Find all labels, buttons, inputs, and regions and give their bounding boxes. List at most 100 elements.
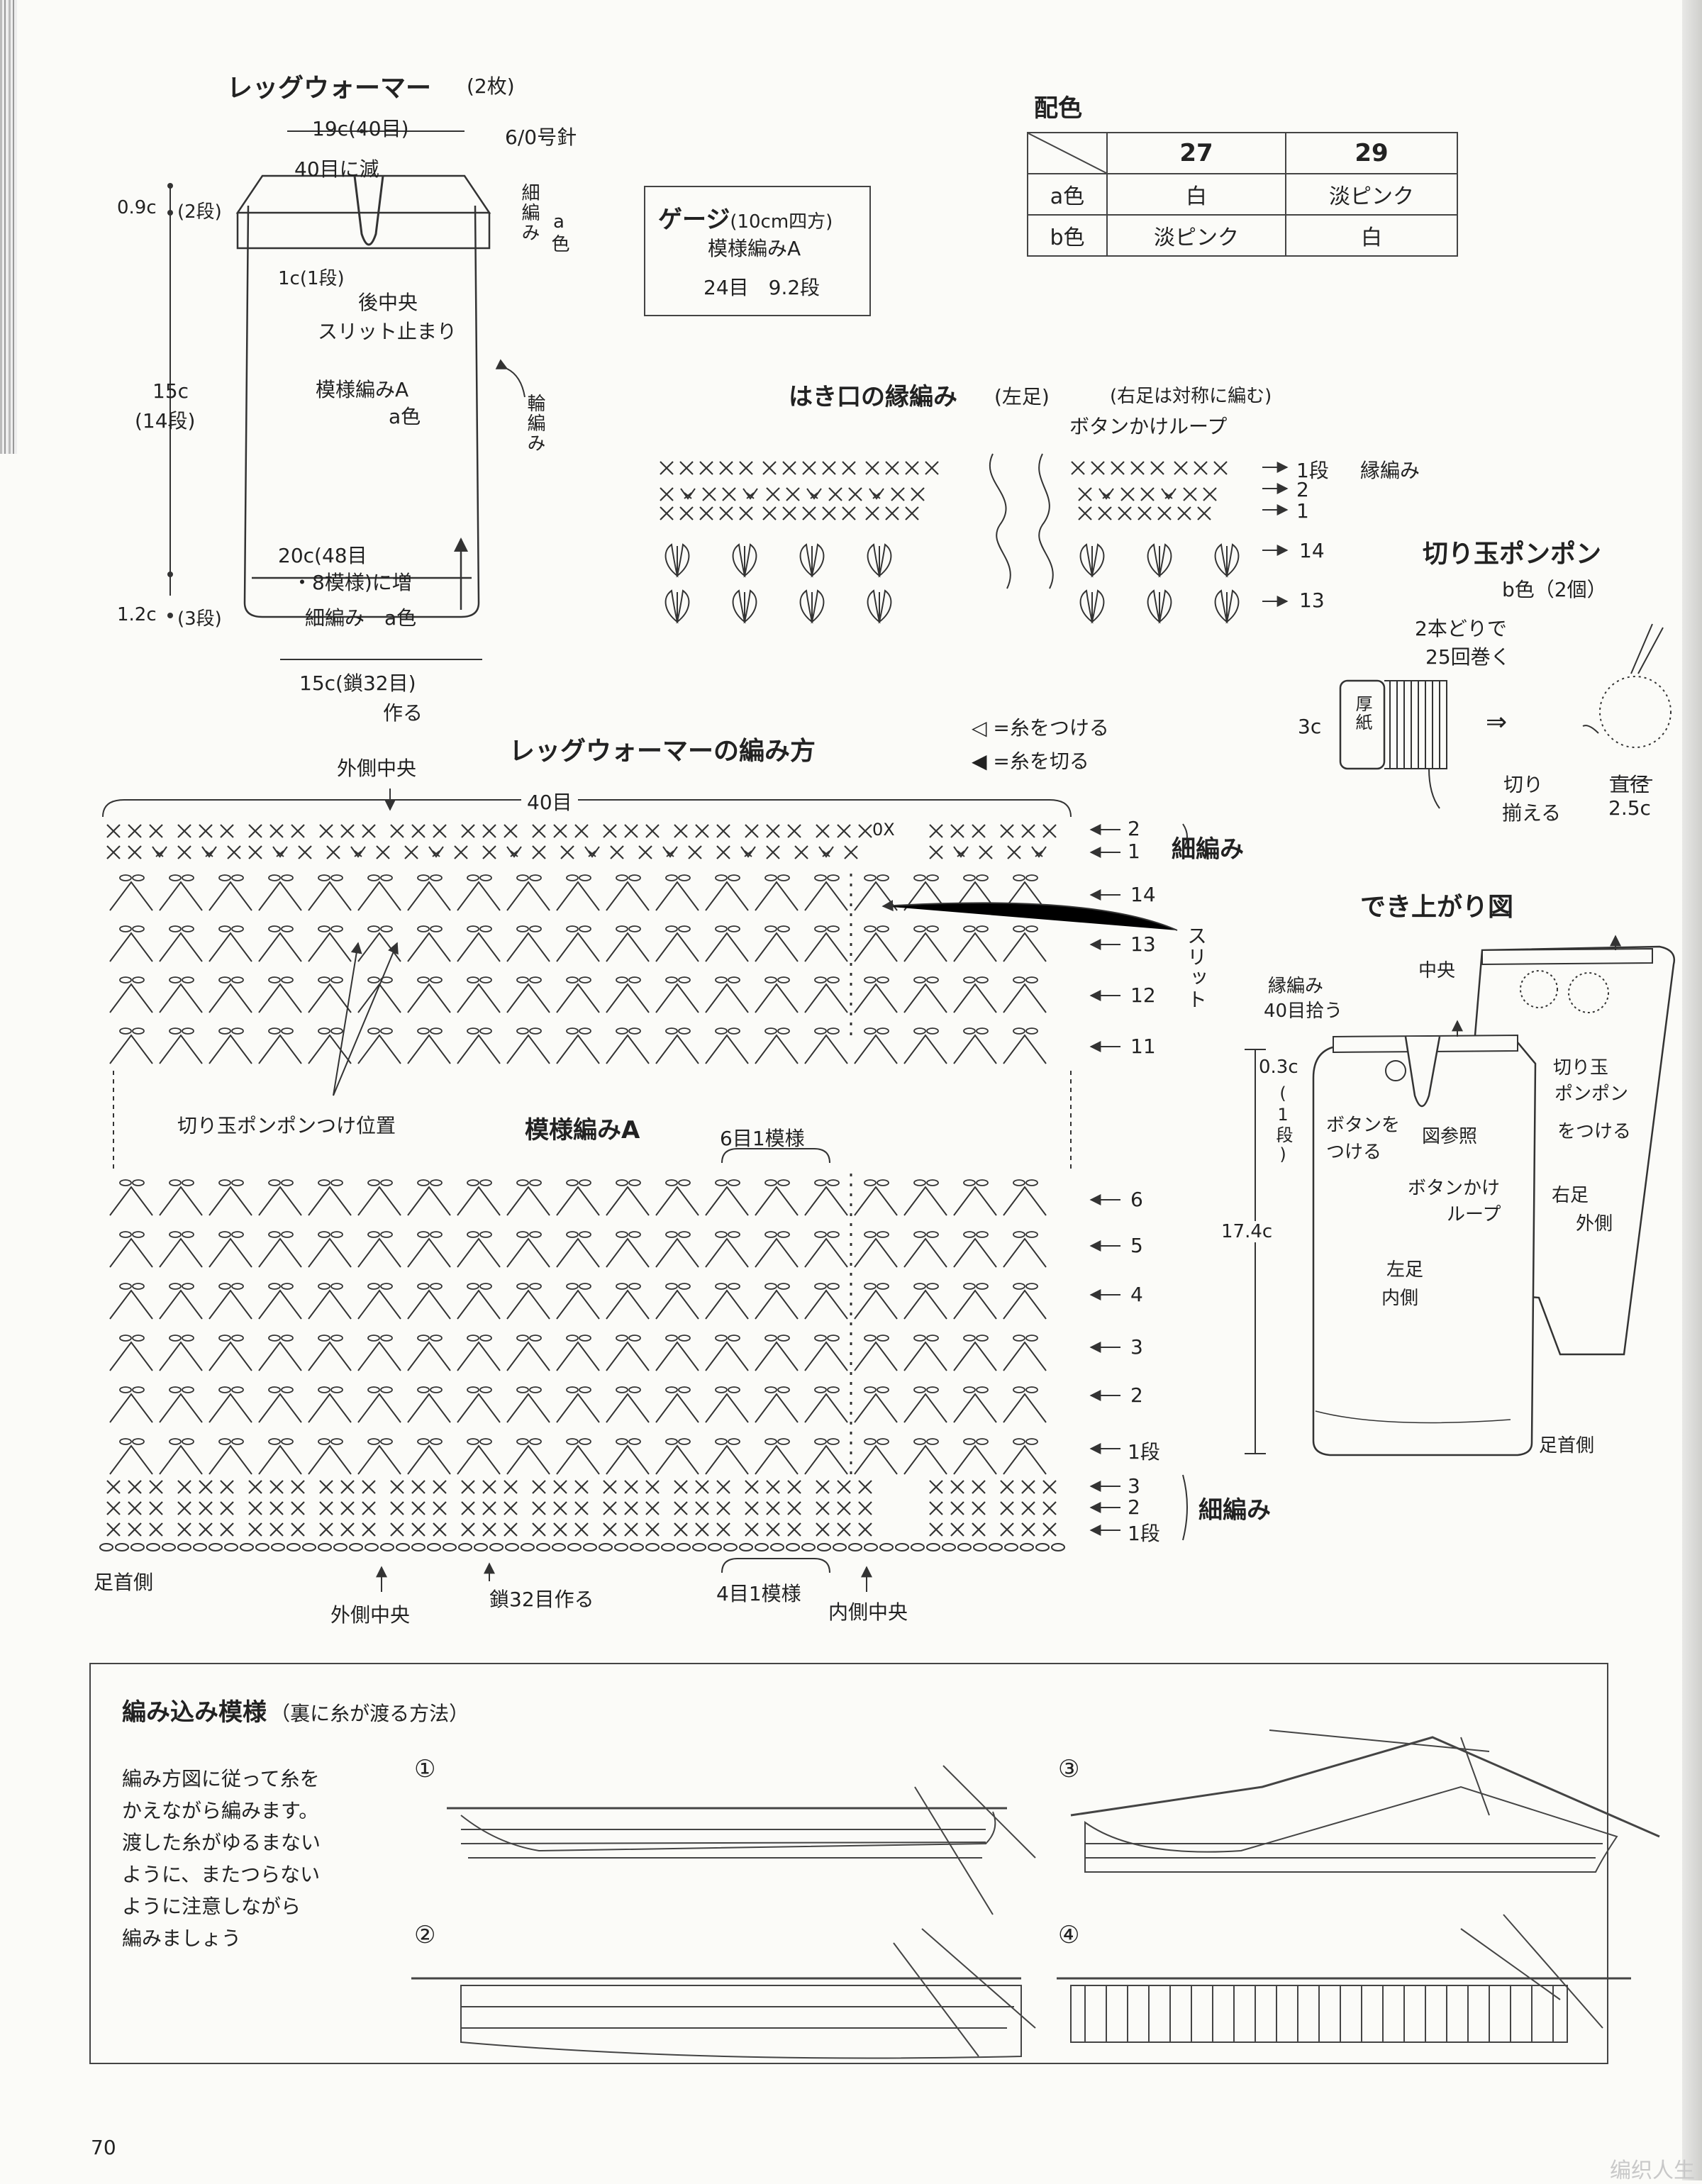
table-row: b色 淡ピンク 白 bbox=[1027, 214, 1458, 257]
edging-note: (右足は対称に編む) bbox=[1110, 386, 1272, 407]
intarsia-illustrations bbox=[411, 1729, 1660, 2059]
cell-a-29: 淡ピンク bbox=[1285, 173, 1458, 216]
chain-label: 鎖32目作る bbox=[489, 1588, 594, 1611]
pompom-title: 切り玉ポンポン bbox=[1423, 540, 1602, 569]
increase-label-2: ・8模様)に増 bbox=[292, 571, 412, 594]
height-label: 15c bbox=[152, 379, 189, 403]
watermark-logo: 编织人生 bbox=[1610, 2158, 1695, 2183]
cell-b-29: 白 bbox=[1285, 214, 1458, 257]
intarsia-text-1: 編み方図に従って糸を bbox=[122, 1767, 320, 1790]
pompom-attach-3: をつける bbox=[1557, 1121, 1632, 1142]
chart-row-4: 4 bbox=[1130, 1283, 1143, 1306]
slit-label-chart: スリット bbox=[1184, 925, 1208, 1010]
button-label-2: つける bbox=[1326, 1142, 1382, 1163]
card-label: 厚紙 bbox=[1352, 695, 1372, 732]
chart-sc-row-2: 2 bbox=[1128, 1495, 1140, 1519]
back-center-label: 後中央 bbox=[358, 291, 418, 314]
step-4-label: ④ bbox=[1058, 1921, 1080, 1949]
ankle-side-label: 足首側 bbox=[94, 1571, 154, 1594]
step-3-label: ③ bbox=[1058, 1755, 1080, 1783]
pompom-wind-2: 25回巻く bbox=[1425, 645, 1511, 669]
intarsia-box: 編み込み模様 （裏に糸が渡る方法） 編み方図に従って糸を かえながら編みます。 … bbox=[89, 1663, 1608, 2064]
left-leg-label-1: 左足 bbox=[1386, 1259, 1424, 1281]
card-size-label: 3c bbox=[1298, 715, 1322, 738]
arrow-symbol: ⇒ bbox=[1486, 708, 1508, 737]
intarsia-title: 編み込み模様 bbox=[122, 1698, 267, 1727]
intarsia-text-4: ように、またつらない bbox=[122, 1863, 321, 1886]
button-loop-label: ボタンかけループ bbox=[1069, 415, 1228, 438]
repeat-6-label: 6目1模様 bbox=[720, 1127, 805, 1150]
inner-center-label: 内側中央 bbox=[828, 1600, 908, 1624]
chart-row-3: 3 bbox=[1130, 1335, 1143, 1359]
pompom-attach-1: 切り玉 bbox=[1553, 1057, 1609, 1079]
increase-label-1: 20c(48目 bbox=[278, 544, 367, 567]
top-rows: (2段) bbox=[177, 201, 222, 223]
length-label: 17.4c bbox=[1221, 1221, 1273, 1242]
needle-label: 6/0号針 bbox=[505, 126, 577, 149]
legend-attach: ◁ =糸をつける bbox=[972, 716, 1109, 740]
chart-row-2: 2 bbox=[1130, 1383, 1143, 1407]
left-leg-label-2: 内側 bbox=[1381, 1288, 1419, 1309]
chart-row-13: 13 bbox=[1130, 932, 1156, 956]
table-corner-cell bbox=[1027, 132, 1108, 174]
edging-edge-label: 縁編み bbox=[1360, 459, 1420, 482]
top-rows-finished: (1段) bbox=[1273, 1083, 1293, 1166]
height-rows: (14段) bbox=[135, 409, 196, 433]
slip-chain-mark: 0X bbox=[872, 820, 895, 840]
chart-row-2-top: 2 bbox=[1128, 817, 1140, 840]
trim-label-1: 切り bbox=[1503, 773, 1544, 796]
chart-row-5: 5 bbox=[1130, 1234, 1143, 1257]
finished-title: でき上がり図 bbox=[1360, 893, 1514, 922]
right-leg-label-2: 外側 bbox=[1576, 1213, 1613, 1235]
edging-row-2: 2 bbox=[1296, 478, 1309, 501]
pompom-position-label: 切り玉ポンポンつけ位置 bbox=[177, 1114, 396, 1137]
table-row: a色 白 淡ピンク bbox=[1027, 173, 1458, 216]
step-2-label: ② bbox=[414, 1921, 436, 1949]
pompom-drawing bbox=[1339, 623, 1672, 809]
gauge-values: 24目 9.2段 bbox=[703, 276, 821, 299]
chart-row-6: 6 bbox=[1130, 1188, 1143, 1211]
make-label: 作る bbox=[383, 701, 423, 725]
trim-label-2: 揃える bbox=[1502, 801, 1562, 825]
pattern-a-label: 模様編みA bbox=[525, 1116, 640, 1144]
chart-title: レッグウォーマーの編み方 bbox=[509, 737, 816, 766]
top-edge-color: a色 bbox=[548, 211, 569, 254]
edging-side: (左足) bbox=[994, 385, 1050, 408]
bottom-rows: (3段) bbox=[177, 608, 222, 630]
intarsia-text-6: 編みましょう bbox=[122, 1927, 242, 1950]
intarsia-subtitle: （裏に糸が渡る方法） bbox=[270, 1702, 469, 1725]
gauge-title: ゲージ bbox=[658, 206, 730, 234]
chart-row-12: 12 bbox=[1130, 984, 1156, 1007]
edging-chart bbox=[659, 453, 1289, 623]
row-label-a: a色 bbox=[1027, 173, 1108, 216]
round-knit-label: 輪編み bbox=[524, 394, 545, 453]
chart-row-11: 11 bbox=[1130, 1035, 1156, 1058]
color-scheme-table: 27 29 a色 白 淡ピンク b色 淡ピンク 白 bbox=[1027, 132, 1458, 257]
edging-row-14: 14 bbox=[1299, 539, 1325, 562]
repeat-4-label: 4目1模様 bbox=[716, 1582, 801, 1605]
decrease-label: 40目に減 bbox=[294, 157, 379, 181]
edging-row-1b: 1 bbox=[1296, 499, 1309, 523]
chart-row-1-top: 1 bbox=[1128, 840, 1140, 863]
center-label: 中央 bbox=[1418, 960, 1456, 981]
color-scheme-title: 配色 bbox=[1034, 94, 1082, 123]
pompom-wind-1: 2本どりで bbox=[1415, 617, 1507, 640]
pompom-color: b色（2個） bbox=[1502, 578, 1607, 601]
loop-label-1: ボタンかけ bbox=[1408, 1178, 1501, 1199]
slit-label: 1c(1段) bbox=[278, 268, 345, 289]
intarsia-text-3: 渡した糸がゆるまない bbox=[122, 1831, 321, 1854]
finished-drawing bbox=[1245, 935, 1676, 1456]
chart-sc-row-3: 3 bbox=[1128, 1474, 1140, 1498]
sc-bottom-label: 細編み bbox=[1198, 1496, 1271, 1525]
pattern-color: a色 bbox=[389, 405, 421, 428]
cell-a-27: 白 bbox=[1106, 173, 1286, 216]
diameter-value: 2.5c bbox=[1608, 796, 1651, 820]
column-header-29: 29 bbox=[1285, 132, 1458, 174]
outer-center-top: 外側中央 bbox=[337, 757, 417, 780]
top-edge-label: 細編み bbox=[518, 183, 540, 243]
page-number: 70 bbox=[91, 2136, 116, 2159]
chart-row-14: 14 bbox=[1130, 883, 1156, 906]
binding-edge bbox=[0, 0, 17, 454]
edging-row-13: 13 bbox=[1299, 589, 1325, 612]
button-label-1: ボタンを bbox=[1326, 1115, 1401, 1136]
